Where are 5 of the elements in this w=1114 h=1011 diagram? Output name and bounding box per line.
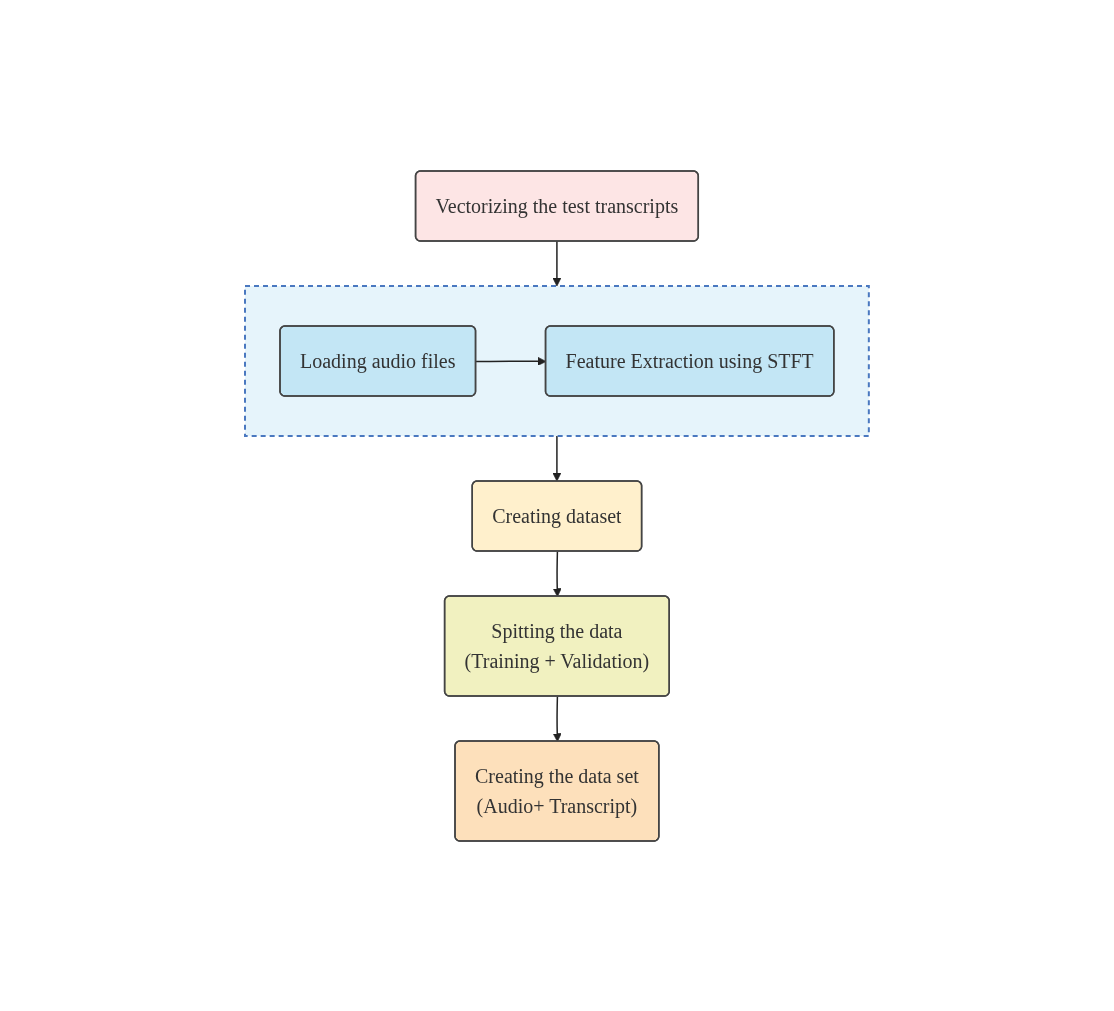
arrow [552,239,562,286]
arrow [552,695,562,742]
cluster [244,284,870,437]
arrow [552,434,562,481]
arrow [552,550,562,597]
